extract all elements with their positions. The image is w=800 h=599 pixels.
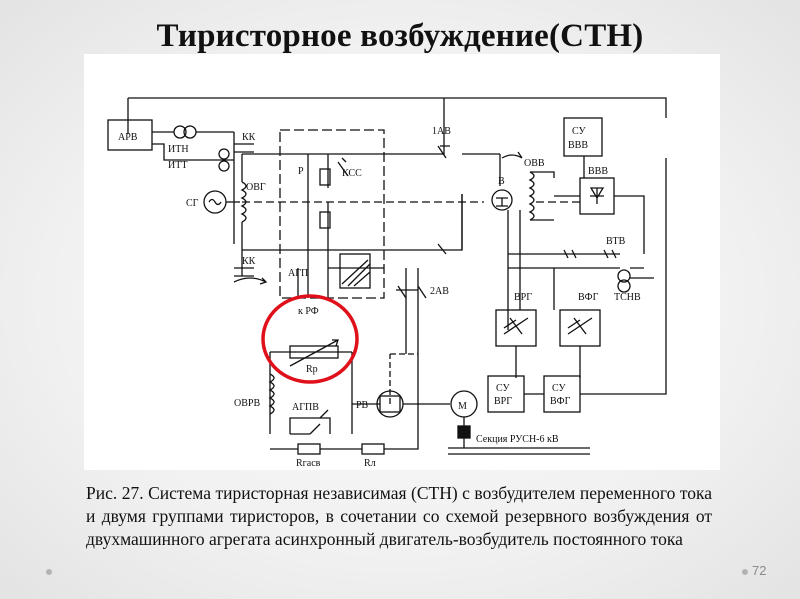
label-su-vfg-2: ВФГ	[550, 396, 571, 407]
label-sg: СГ	[186, 198, 199, 209]
label-su-vrg-1: СУ	[496, 383, 511, 394]
circuit-diagram-svg: АРВ ИТН ИТТ КК СГ ОВГ КК Р КСС АГП 1АВ 2…	[107, 97, 667, 469]
label-kk-top: КК	[242, 132, 256, 143]
label-su-vfg-1: СУ	[552, 383, 567, 394]
label-vrg: ВРГ	[514, 292, 532, 303]
figure-caption: Рис. 27. Система тиристорная независимая…	[86, 483, 712, 549]
decorative-dot-right	[742, 569, 748, 575]
label-ovrv: ОВРВ	[234, 398, 260, 409]
circuit-diagram: АРВ ИТН ИТТ КК СГ ОВГ КК Р КСС АГП 1АВ 2…	[84, 54, 720, 470]
page-number: 72	[752, 563, 767, 578]
label-section: Секция РУСН-6 кВ	[476, 434, 559, 445]
label-tsnv: ТСНВ	[614, 292, 641, 303]
label-k-rf: к РФ	[298, 306, 319, 317]
label-ovv: ОВВ	[524, 158, 545, 169]
label-agp: АГП	[288, 268, 308, 279]
label-vtv: ВТВ	[606, 236, 626, 247]
label-r-l: Rл	[364, 458, 376, 469]
label-2av: 2АВ	[430, 286, 449, 297]
label-itn: ИТН	[168, 144, 189, 155]
decorative-dot-left	[46, 569, 52, 575]
label-1av: 1АВ	[432, 126, 451, 137]
slide-title: Тиристорное возбуждение(СТН)	[156, 18, 644, 54]
label-rp: Rр	[306, 364, 318, 375]
label-su-vrg-2: ВРГ	[494, 396, 512, 407]
label-su-vvv-1: СУ	[572, 126, 587, 137]
highlight-ellipse	[261, 294, 359, 384]
label-kss: КСС	[342, 168, 362, 179]
label-m: М	[458, 401, 467, 412]
label-itt: ИТТ	[168, 160, 187, 171]
label-vfg: ВФГ	[578, 292, 599, 303]
label-agpv: АГПВ	[292, 402, 319, 413]
label-su-vvv-2: ВВВ	[568, 140, 588, 151]
label-ovg: ОВГ	[246, 182, 266, 193]
label-r-gasv: Rгасв	[296, 458, 321, 469]
label-rv: РВ	[356, 400, 369, 411]
label-vvv: ВВВ	[588, 166, 608, 177]
label-r: Р	[298, 166, 304, 177]
label-arv: АРВ	[118, 132, 138, 143]
label-kk-bottom: КК	[242, 256, 256, 267]
label-v: В	[498, 176, 505, 187]
